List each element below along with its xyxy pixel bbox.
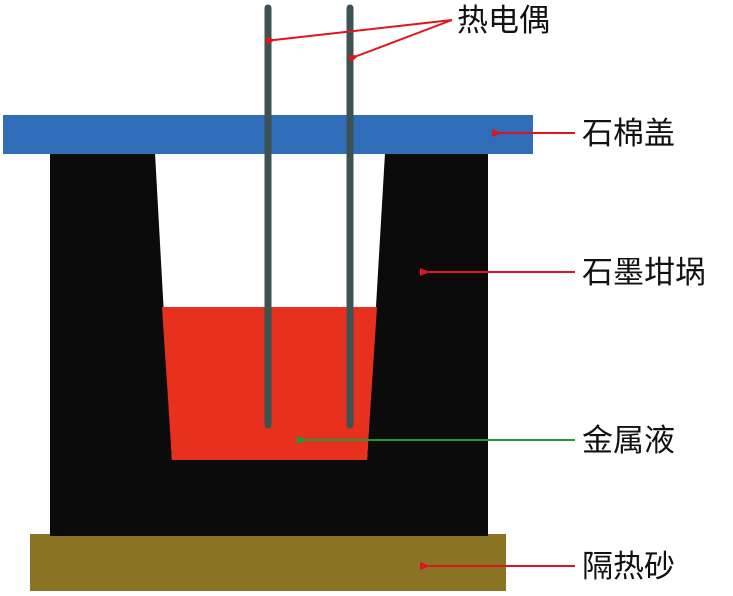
label-molten-metal: 金属液 [582,423,675,459]
arrow-thermocouple-right [348,19,453,63]
insulating-sand [30,534,506,591]
label-asbestos-lid: 石棉盖 [582,116,675,152]
label-thermocouple: 热电偶 [457,3,550,39]
label-graphite-crucible: 石墨坩埚 [582,255,706,291]
label-insulating-sand: 隔热砂 [582,549,675,585]
leader-arrows [265,19,575,570]
arrow-thermocouple-left [265,19,453,45]
